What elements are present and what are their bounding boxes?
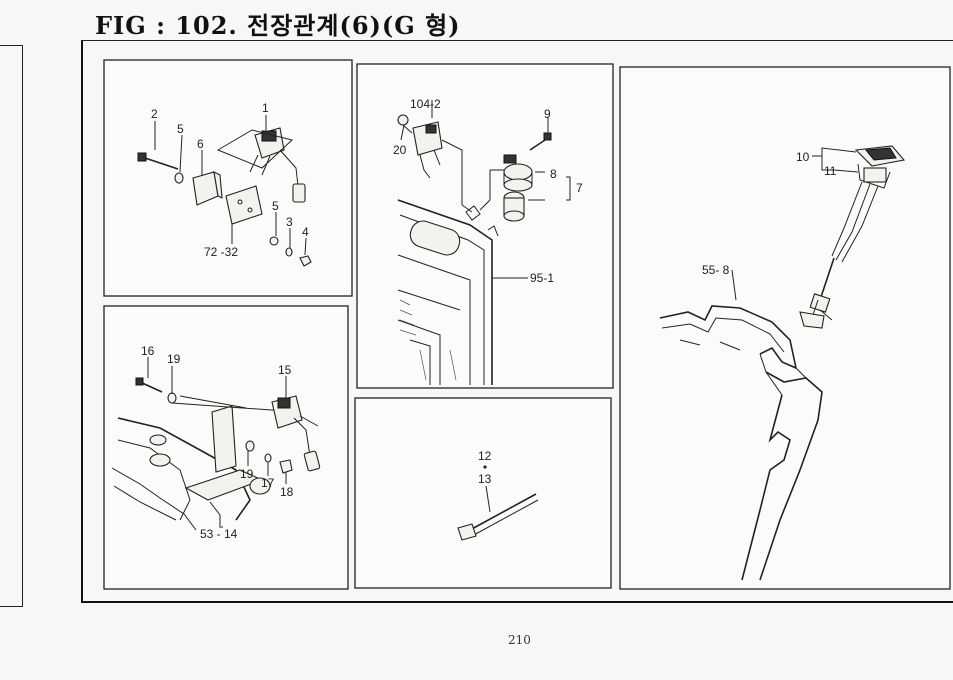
callout-16: 16: [141, 344, 155, 358]
bolt-part-2: [137, 152, 179, 170]
nut-part-4: [299, 255, 312, 267]
callout-8: 8: [550, 167, 557, 181]
page-number: 210: [508, 633, 531, 647]
panel-cable-tie: 12 13: [354, 397, 612, 589]
cable-tie-part-12-13: [457, 493, 539, 541]
callout-17: 17: [261, 476, 275, 490]
callout-72-32: 72 -32: [204, 245, 238, 259]
washer-part-19: [167, 392, 177, 404]
callout-95-1: 95-1: [530, 271, 554, 285]
callout-dot: [483, 465, 487, 469]
frame-part-95-1: [397, 199, 499, 385]
panel-switch-bracket: 1 2 5 6 5 3 4 72 -32: [103, 59, 353, 297]
callout-9: 9: [544, 107, 551, 121]
bracket-plate: [211, 405, 237, 473]
screw-part-20: [397, 114, 413, 134]
part-7: [503, 191, 525, 222]
panel-relay-frame: 104-2 9 20 8 7 95-1: [356, 63, 614, 389]
washer-part-5b: [269, 236, 279, 246]
part-8: [503, 154, 533, 192]
callout-6: 6: [197, 137, 204, 151]
washer-part-5: [174, 172, 184, 184]
callout-18: 18: [280, 485, 294, 499]
callout-1: 1: [262, 101, 269, 115]
callout-12: 12: [478, 449, 492, 463]
panel-harness: 10 11 55- 8: [619, 66, 951, 590]
callout-11: 11: [824, 164, 837, 178]
callout-10: 10: [796, 150, 810, 164]
wire-harness: [799, 181, 879, 329]
callout-5b: 5: [272, 199, 279, 213]
switch-part-1: [216, 127, 306, 203]
figure-frame: [81, 40, 953, 603]
callout-53-14: 53 - 14: [200, 527, 238, 541]
block-part-6: [192, 171, 223, 206]
figure-title: FIG : 102. 전장관계(6)(G 형): [95, 11, 461, 40]
callout-2: 2: [151, 107, 158, 121]
relay-part-104-2: [412, 121, 473, 213]
bracket-part-72-32: [225, 185, 263, 238]
callout-5: 5: [177, 122, 184, 136]
callout-104-2: 104-2: [410, 97, 441, 111]
nut-part-18: [279, 459, 293, 474]
callout-15: 15: [278, 363, 292, 377]
washer-part-19b: [245, 440, 255, 452]
callout-13: 13: [478, 472, 492, 486]
callout-7: 7: [576, 181, 583, 195]
bolt-part-16: [135, 377, 163, 393]
callout-19: 19: [167, 352, 181, 366]
callout-20: 20: [393, 143, 407, 157]
callout-3: 3: [286, 215, 293, 229]
left-page-margin-rule: [0, 45, 23, 607]
callout-4: 4: [302, 225, 309, 239]
callout-19b: 19: [240, 467, 254, 481]
switch-part-15: [271, 395, 321, 472]
connector-part-10-11: [854, 145, 906, 189]
callout-55-8: 55- 8: [702, 263, 730, 277]
lock-washer-part-3: [285, 247, 293, 257]
panel-shaft-switch: 16 19 15 19 17 18 53 - 14: [103, 305, 349, 590]
lock-washer-part-17: [264, 453, 272, 463]
frame-part-55-8: [659, 305, 833, 581]
